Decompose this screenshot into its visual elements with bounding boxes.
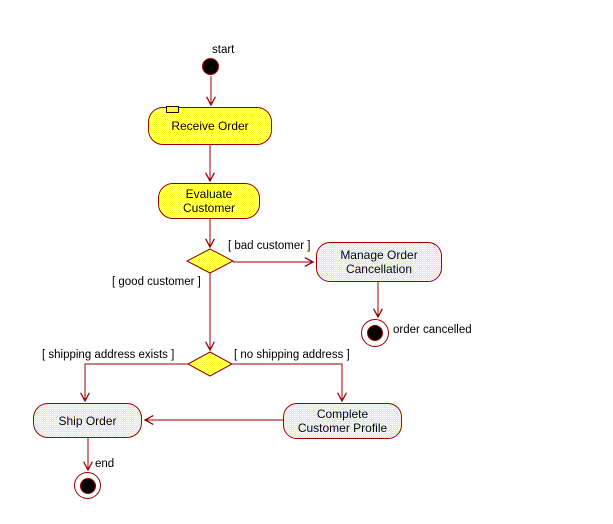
activity-receive-order: Receive Order: [148, 107, 272, 145]
start-label: start: [212, 44, 235, 56]
activity-ship-order: Ship Order: [33, 403, 142, 438]
edge-decision2-to-ship-order: [85, 363, 188, 401]
final-node-core: [367, 325, 383, 341]
start-node: [202, 58, 219, 75]
guard-shipping-address-exists: [ shipping address exists ]: [42, 349, 175, 361]
activity-evaluate-customer: Evaluate Customer: [158, 183, 260, 219]
final-node-core: [79, 477, 96, 494]
final-node-end: [74, 472, 101, 499]
decision-diamond-customer-quality: [185, 248, 235, 274]
guard-good-customer: [ good customer ]: [112, 276, 201, 288]
activity-complete-customer-profile: Complete Customer Profile: [283, 403, 402, 439]
end-label: end: [95, 458, 115, 470]
activity-manage-order-cancellation: Manage Order Cancellation: [316, 242, 442, 282]
decision-diamond-shipping-address: [186, 351, 234, 377]
final-node-order-cancelled: [361, 319, 389, 347]
edge-decision2-to-complete-profile: [232, 363, 342, 401]
guard-no-shipping-address: [ no shipping address ]: [234, 349, 350, 361]
order-cancelled-label: order cancelled: [393, 324, 472, 336]
guard-bad-customer: [ bad customer ]: [228, 240, 311, 252]
artifact-rect: [166, 106, 179, 113]
